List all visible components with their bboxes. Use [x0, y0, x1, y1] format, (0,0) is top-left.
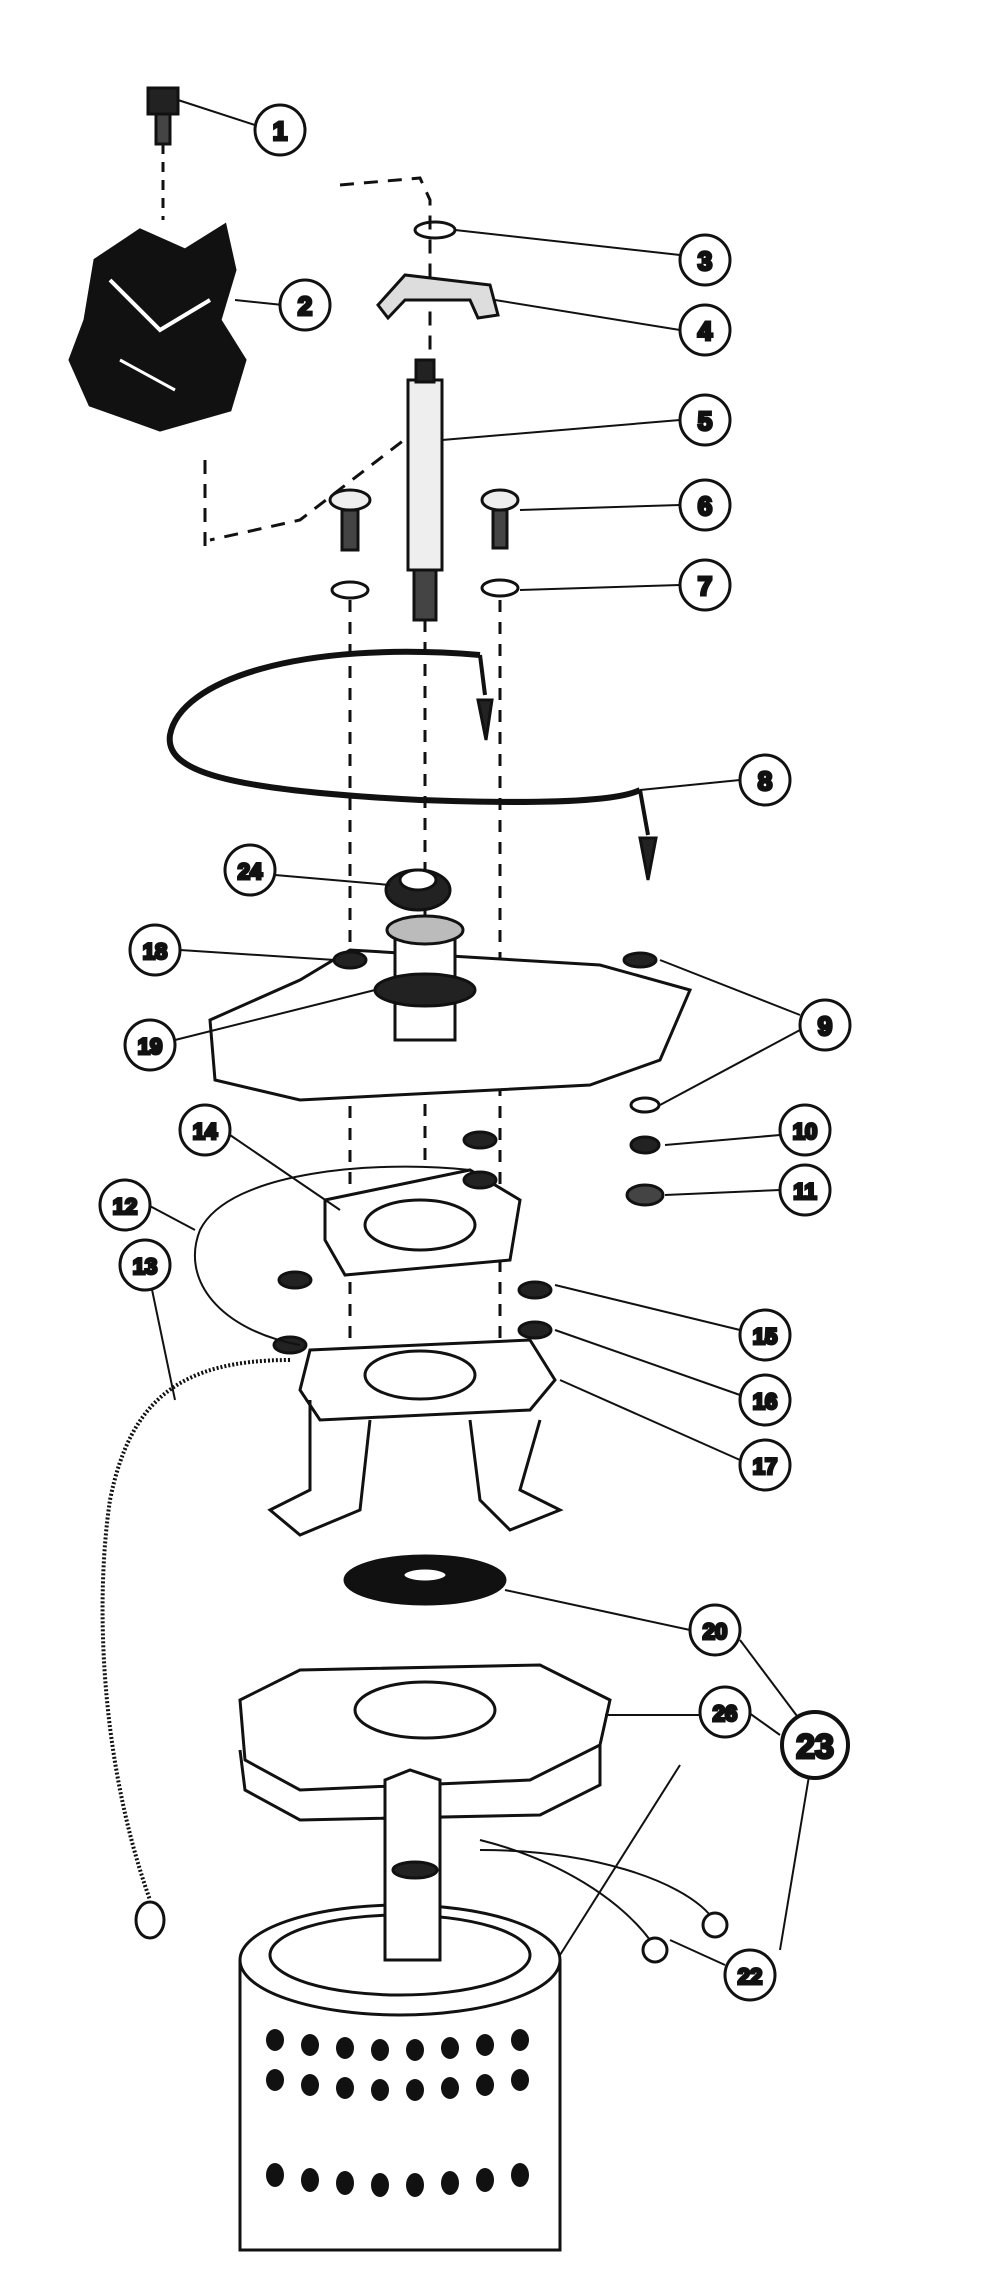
part-17-motor-bracket	[267, 1270, 564, 1537]
callout-15: 15	[738, 1308, 792, 1362]
part-2-impeller	[68, 176, 432, 555]
callout-14: 14	[178, 1103, 232, 1157]
callout-26: 26	[698, 1685, 752, 1739]
part-5-shaft	[406, 358, 444, 1160]
callout-16: 16	[738, 1373, 792, 1427]
part-24-knob	[384, 868, 452, 912]
svg-text:23: 23	[796, 1728, 834, 1766]
part-3-washer	[413, 220, 457, 240]
callout-10: 10	[778, 1103, 832, 1157]
part-6-screws	[328, 488, 520, 552]
callout-2: 2	[278, 278, 332, 332]
callout-3: 3	[678, 233, 732, 287]
callout-7: 7	[678, 558, 732, 612]
svg-text:1: 1	[273, 116, 287, 146]
callout-13: 13	[118, 1238, 172, 1292]
callouts: 1 2 3 4 5 6 7 8 24 18 9 19 10 11 14 12 1…	[98, 103, 852, 2002]
callout-6: 6	[678, 478, 732, 532]
svg-text:4: 4	[698, 316, 713, 346]
svg-text:14: 14	[193, 1119, 218, 1144]
svg-text:17: 17	[753, 1454, 777, 1479]
svg-text:18: 18	[143, 939, 167, 964]
part-base-plate	[208, 914, 693, 1207]
callout-18: 18	[128, 923, 182, 977]
callout-11: 11	[778, 1163, 832, 1217]
svg-text:19: 19	[138, 1034, 162, 1059]
svg-text:12: 12	[113, 1194, 137, 1219]
callout-4: 4	[678, 303, 732, 357]
part-8-wire-bail	[166, 648, 658, 881]
part-20-gasket	[343, 1554, 507, 1606]
svg-text:20: 20	[703, 1619, 727, 1644]
part-4-bracket	[376, 273, 500, 321]
callout-12: 12	[98, 1178, 152, 1232]
callout-9: 9	[798, 998, 852, 1052]
svg-text:22: 22	[738, 1964, 762, 1989]
svg-text:16: 16	[753, 1389, 777, 1414]
callout-5: 5	[678, 393, 732, 447]
callout-17: 17	[738, 1438, 792, 1492]
callout-23: 23	[780, 1710, 850, 1780]
svg-text:24: 24	[238, 859, 263, 884]
svg-text:15: 15	[753, 1324, 777, 1349]
svg-text:3: 3	[698, 246, 712, 276]
part-12-wire	[194, 1165, 471, 1346]
svg-text:13: 13	[133, 1254, 157, 1279]
motor	[238, 1768, 729, 2252]
part-14-gasket	[323, 1130, 522, 1277]
svg-text:10: 10	[793, 1119, 817, 1144]
callout-20: 20	[688, 1603, 742, 1657]
callout-1: 1	[253, 103, 307, 157]
svg-text:8: 8	[758, 766, 772, 796]
callout-24: 24	[223, 843, 277, 897]
svg-text:9: 9	[818, 1011, 832, 1041]
svg-text:5: 5	[698, 406, 712, 436]
part-1-screw	[146, 86, 180, 220]
svg-text:6: 6	[698, 491, 712, 521]
callout-22: 22	[723, 1948, 777, 2002]
leader-lines	[147, 99, 811, 1966]
callout-19: 19	[123, 1018, 177, 1072]
part-26-cover-plate	[238, 1663, 612, 1822]
part-13-ground-wire	[100, 1358, 291, 1940]
svg-text:11: 11	[793, 1179, 816, 1204]
svg-text:2: 2	[298, 291, 312, 321]
callout-8: 8	[738, 753, 792, 807]
svg-text:7: 7	[698, 571, 712, 601]
svg-text:26: 26	[713, 1701, 737, 1726]
